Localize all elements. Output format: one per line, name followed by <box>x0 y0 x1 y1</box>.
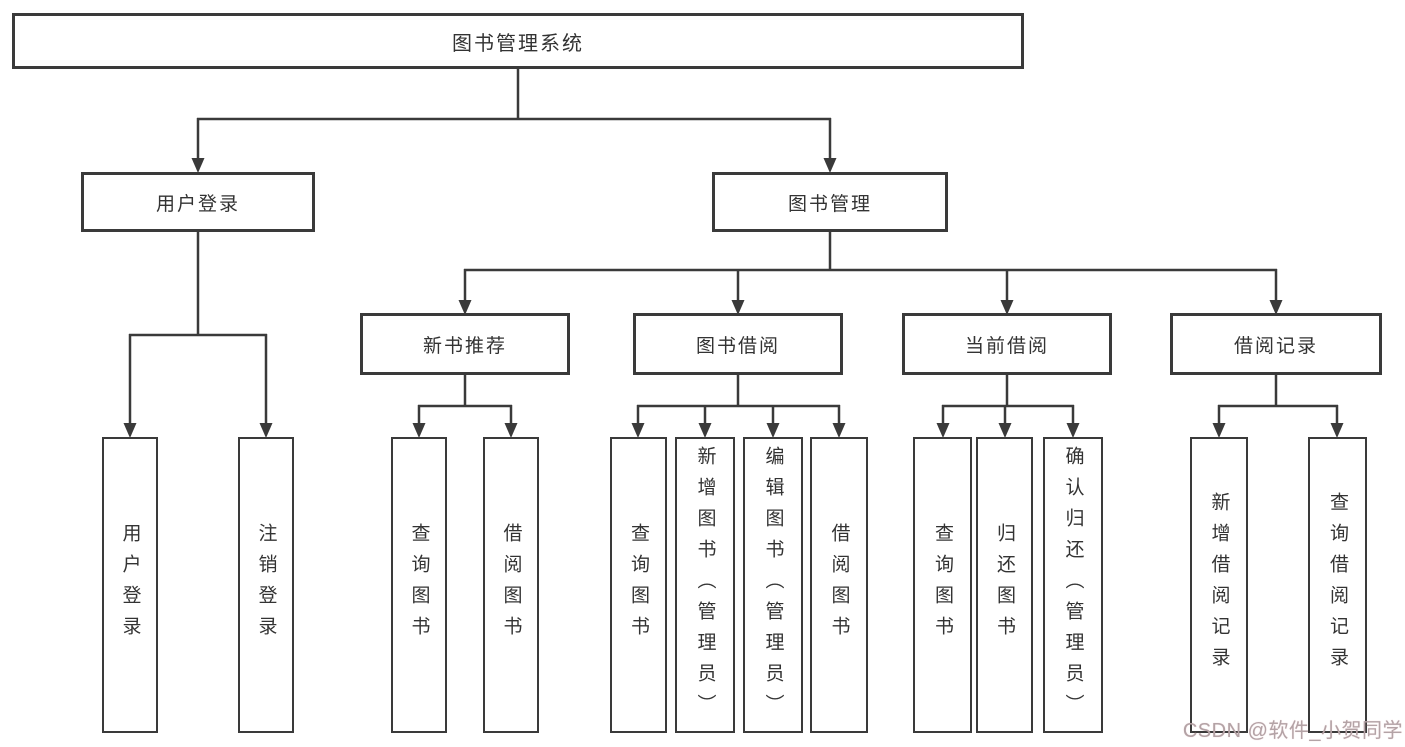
node-label: 确认归还（管理员） <box>1062 445 1084 725</box>
leaf-add-borrow-record: 新增借阅记录 <box>1190 437 1248 733</box>
leaf-confirm-return-admin: 确认归还（管理员） <box>1043 437 1103 733</box>
node-label: 借阅记录 <box>1233 335 1318 357</box>
node-label: 借阅图书 <box>500 523 522 647</box>
leaf-return-books: 归还图书 <box>976 437 1033 733</box>
node-label: 注销登录 <box>255 523 277 647</box>
leaf-add-books-admin: 新增图书（管理员） <box>675 437 735 733</box>
node-label: 新增借阅记录 <box>1208 492 1230 678</box>
connector-root-to-level2 <box>191 69 837 173</box>
node-new-book-recommend: 新书推荐 <box>360 313 570 375</box>
leaf-borrow-books: 借阅图书 <box>810 437 868 733</box>
leaf-query-books-borrow: 查询图书 <box>610 437 667 733</box>
node-label: 查询借阅记录 <box>1327 492 1348 678</box>
node-book-management: 图书管理 <box>712 172 948 232</box>
leaf-query-borrow-record: 查询借阅记录 <box>1308 437 1367 733</box>
node-label: 查询图书 <box>408 523 430 647</box>
watermark: CSDN @软件_小贺同学 <box>1182 720 1403 742</box>
connector-borrow-records-children <box>1212 374 1344 438</box>
node-label: 编辑图书（管理员） <box>762 445 784 725</box>
node-label: 图书管理系统 <box>452 32 584 55</box>
node-book-management-system: 图书管理系统 <box>12 13 1024 69</box>
connector-book-borrow-children <box>631 374 846 438</box>
leaf-query-books-current: 查询图书 <box>913 437 972 733</box>
connector-current-borrow-children <box>936 374 1080 438</box>
leaf-edit-books-admin: 编辑图书（管理员） <box>743 437 803 733</box>
connector-user-login-children <box>123 232 273 438</box>
node-label: 新增图书（管理员） <box>694 445 716 725</box>
node-user-login: 用户登录 <box>81 172 315 232</box>
node-borrow-records: 借阅记录 <box>1170 313 1382 375</box>
leaf-logout: 注销登录 <box>238 437 294 733</box>
node-label: 查询图书 <box>932 523 953 647</box>
leaf-user-login: 用户登录 <box>102 437 158 733</box>
node-label: 归还图书 <box>994 523 1015 647</box>
node-label: 借阅图书 <box>828 523 850 647</box>
connector-book-management-children <box>458 232 1283 315</box>
node-label: 图书管理 <box>787 193 872 215</box>
connector-new-book-recommend-children <box>412 374 518 438</box>
leaf-query-books-recommend: 查询图书 <box>391 437 447 733</box>
node-label: 用户登录 <box>155 193 240 215</box>
node-label: 新书推荐 <box>422 335 507 357</box>
node-book-borrow: 图书借阅 <box>633 313 843 375</box>
node-label: 查询图书 <box>628 523 649 647</box>
node-label: 当前借阅 <box>964 335 1049 357</box>
leaf-borrow-books-recommend: 借阅图书 <box>483 437 539 733</box>
node-label: 图书借阅 <box>695 335 780 357</box>
node-label: 用户登录 <box>119 523 141 647</box>
node-current-borrow: 当前借阅 <box>902 313 1112 375</box>
